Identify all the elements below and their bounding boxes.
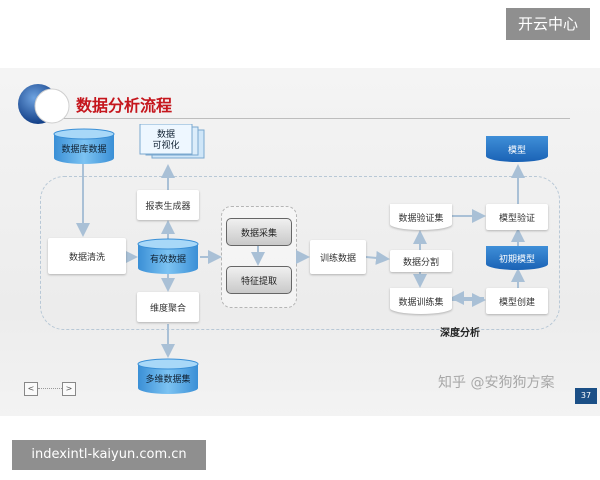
node-initial-model: 初期模型 bbox=[486, 246, 548, 270]
database-cylinder-icon bbox=[53, 128, 115, 164]
page-number: 37 bbox=[575, 388, 597, 404]
node-database: 数据库数据 bbox=[61, 144, 107, 155]
multidim-cylinder-icon bbox=[137, 358, 199, 394]
node-model-validation: 模型验证 bbox=[486, 204, 548, 230]
analysis-region bbox=[40, 176, 560, 330]
site-badge: 开云中心 bbox=[506, 8, 590, 40]
arrow-training-to-split bbox=[365, 250, 390, 265]
node-model-creation: 模型创建 bbox=[486, 288, 548, 314]
node-training-data: 训练数据 bbox=[310, 240, 366, 274]
node-dimension-aggregation: 维度聚合 bbox=[137, 292, 199, 322]
nav-divider bbox=[38, 388, 62, 390]
site-url-badge: indexintl-kaiyun.com.cn bbox=[12, 440, 206, 470]
title-divider bbox=[64, 118, 570, 119]
node-feature-extraction: 特征提取 bbox=[226, 266, 292, 294]
valid-data-cylinder-icon bbox=[137, 238, 199, 274]
node-visualization-line1: 数据 bbox=[156, 130, 175, 140]
node-validation-set: 数据验证集 bbox=[390, 204, 452, 230]
node-report-generator: 报表生成器 bbox=[137, 190, 199, 220]
watermark: 知乎 @安狗狗方案 bbox=[438, 375, 555, 391]
next-slide-button[interactable]: > bbox=[62, 382, 76, 396]
node-visualization: 数据 可视化 bbox=[140, 128, 192, 154]
node-visualization-line2: 可视化 bbox=[152, 141, 180, 151]
stacked-documents-icon bbox=[139, 124, 205, 159]
node-data-split: 数据分割 bbox=[390, 250, 452, 272]
node-multidim-dataset: 多维数据集 bbox=[145, 374, 191, 385]
node-model: 模型 bbox=[486, 136, 548, 162]
prev-slide-button[interactable]: < bbox=[24, 382, 38, 396]
node-data-cleaning: 数据清洗 bbox=[48, 238, 126, 274]
slide-title: 数据分析流程 bbox=[76, 96, 173, 115]
deep-analysis-label: 深度分析 bbox=[440, 328, 480, 339]
node-valid-data: 有效数据 bbox=[149, 254, 186, 265]
node-data-collection: 数据采集 bbox=[226, 218, 292, 246]
node-training-set: 数据训练集 bbox=[390, 288, 452, 314]
logo-circles-icon bbox=[18, 84, 70, 124]
